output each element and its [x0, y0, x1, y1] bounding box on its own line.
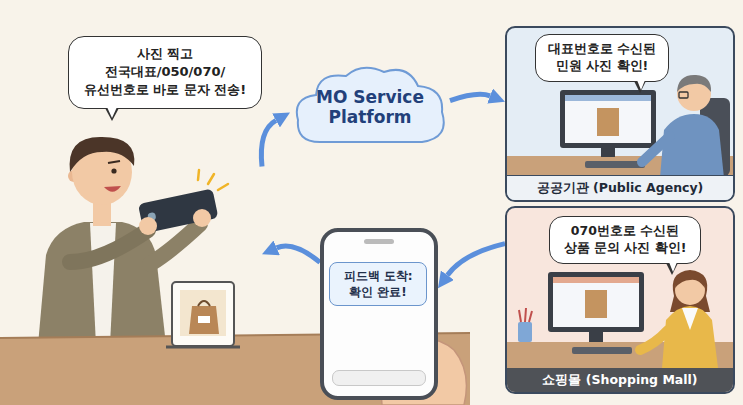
bubble-text: 070번호로 수신된 상품 문의 사진 확인! — [558, 223, 692, 257]
phone-notch — [364, 239, 394, 244]
monitor-stand — [601, 148, 615, 157]
monitor — [548, 272, 644, 332]
message-input-bar — [332, 370, 426, 386]
hand — [193, 209, 211, 227]
product-stand — [166, 282, 240, 347]
agency-panel: 공공기관 (Public Agency) 대표번호로 수신된 민원 사진 확인! — [505, 26, 735, 202]
agency-scene — [506, 27, 734, 201]
screen-header — [565, 95, 651, 101]
flow-arrow — [277, 246, 320, 262]
screen-header — [553, 277, 639, 283]
woman-collar — [682, 308, 698, 330]
mall-scene — [506, 207, 734, 393]
frame — [172, 282, 234, 346]
monitor — [560, 90, 656, 148]
t-shirt — [90, 223, 116, 345]
photo-icon — [585, 290, 607, 318]
woman-fringe — [675, 272, 705, 288]
man-hair — [677, 75, 711, 92]
sender-area: 사진 찍고 전국대표/050/070/유선번호로 바로 문자 전송! — [30, 30, 262, 355]
woman-vest — [662, 306, 718, 368]
card — [180, 290, 226, 336]
mall-panel: 쇼핑몰 (Shopping Mall) 070번호로 수신된 상품 문의 사진 확… — [505, 206, 735, 394]
stand-base — [166, 346, 240, 349]
speech-bubble: 070번호로 수신된 상품 문의 사진 확인! — [549, 216, 701, 264]
hand — [139, 217, 157, 235]
speech-bubble-text: 사진 찍고 전국대표/050/070/유선번호로 바로 문자 전송! — [68, 36, 262, 109]
man-arm — [642, 136, 670, 162]
brow — [108, 161, 120, 163]
service-cloud: MO Service Platform — [290, 62, 450, 154]
panel-ground — [506, 207, 734, 393]
panel-label: 공공기관 (Public Agency) — [507, 175, 733, 200]
person-figure — [38, 137, 228, 345]
bag-label — [198, 316, 210, 323]
flow-arrow — [450, 94, 490, 100]
screen — [565, 95, 651, 143]
flow-arrow — [447, 244, 505, 276]
mouth — [104, 186, 121, 192]
eye — [111, 168, 116, 173]
smartphone: 피드백 도착: 확인 완료! — [320, 228, 438, 400]
shirt — [38, 222, 166, 345]
keyboard — [572, 347, 632, 354]
pencils — [519, 308, 532, 322]
pencil-cup — [518, 322, 532, 342]
hair — [70, 137, 135, 172]
panel-ground — [506, 27, 734, 201]
screen — [553, 277, 639, 327]
woman-arm — [640, 330, 668, 350]
feedback-message: 피드백 도착: 확인 완료! — [329, 262, 427, 306]
keyboard — [585, 161, 645, 168]
man-body — [660, 114, 724, 178]
bubble-text: 대표번호로 수신된 민원 사진 확인! — [544, 41, 660, 75]
glasses — [679, 92, 688, 98]
flow-arrow — [261, 120, 276, 166]
photo-icon — [597, 108, 619, 136]
woman-hair — [670, 270, 710, 312]
panel-label: 쇼핑몰 (Shopping Mall) — [507, 368, 733, 392]
speech-bubble: 대표번호로 수신된 민원 사진 확인! — [535, 34, 669, 82]
flash-marks — [198, 170, 228, 190]
cloud-outline — [297, 68, 444, 142]
bag — [189, 306, 219, 334]
cloud-label: MO Service Platform — [314, 88, 426, 127]
arm — [70, 230, 148, 262]
bag-handle — [198, 301, 210, 306]
monitor-stand — [589, 332, 603, 342]
